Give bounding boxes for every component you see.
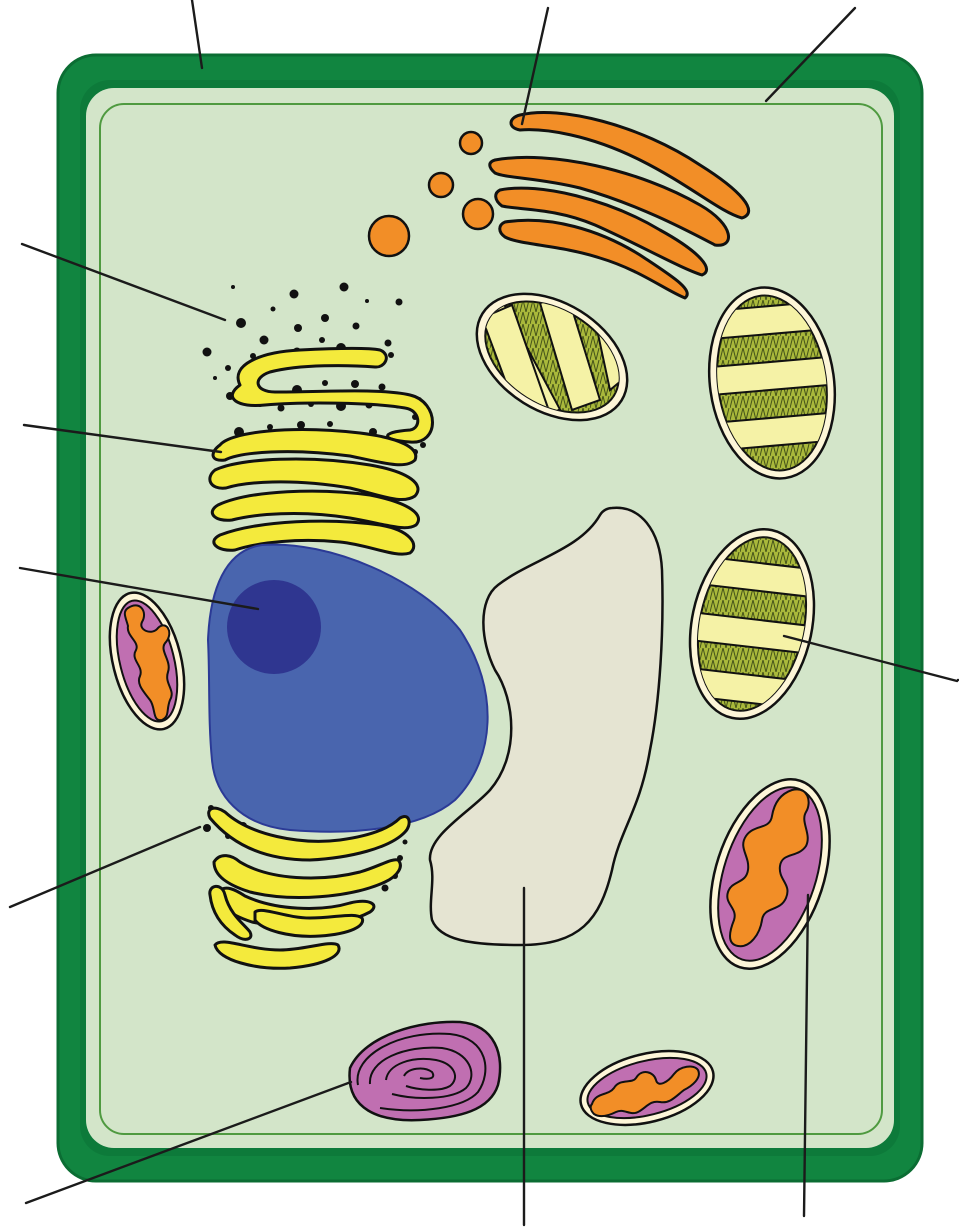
nucleolus	[227, 580, 321, 674]
